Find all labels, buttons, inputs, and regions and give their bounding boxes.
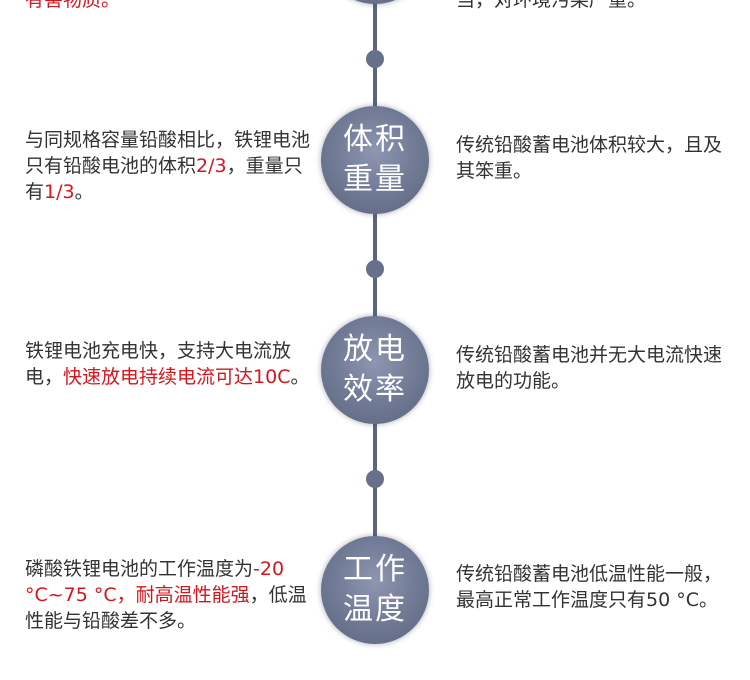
circle-label-line1: 体积 (343, 122, 407, 157)
timeline-dot (366, 260, 384, 278)
temperature-right-text: 传统铅酸蓄电池低温性能一般，最高正常工作温度只有50 °C。 (456, 563, 723, 611)
volume-weight-right-text: 传统铅酸蓄电池体积较大，且及其笨重。 (456, 134, 723, 182)
volume-weight-left-text: 与同规格容量铅酸相比，铁锂电池只有铅酸电池的体积2/3，重量只有1/3。 (25, 129, 311, 203)
volume-weight-circle: 体积 重量 (321, 106, 429, 214)
timeline-line (373, 0, 377, 600)
discharge-efficiency-left-text: 铁锂电池充电快，支持大电流放电，快速放电持续电流可达10C。 (25, 340, 310, 388)
circle-label-line2: 重量 (343, 162, 407, 197)
top-partial-circle (321, 0, 429, 4)
circle-label-line2: 温度 (343, 592, 407, 627)
discharge-efficiency-circle: 放电 效率 (321, 316, 429, 424)
circle-label-line1: 放电 (343, 332, 407, 367)
top-right-text: 当，对环境污染严重。 (456, 0, 647, 11)
circle-label-line1: 工作 (343, 552, 407, 587)
temperature-circle: 工作 温度 (321, 536, 429, 644)
temperature-left-text: 磷酸铁锂电池的工作温度为-20 °C~75 °C，耐高温性能强，低温性能与铅酸差… (25, 558, 307, 632)
top-left-text: 有害物质。 (25, 0, 121, 11)
timeline-dot (366, 50, 384, 68)
circle-label-line2: 效率 (343, 372, 407, 407)
timeline-dot (366, 470, 384, 488)
discharge-efficiency-right-text: 传统铅酸蓄电池并无大电流快速放电的功能。 (456, 344, 723, 392)
